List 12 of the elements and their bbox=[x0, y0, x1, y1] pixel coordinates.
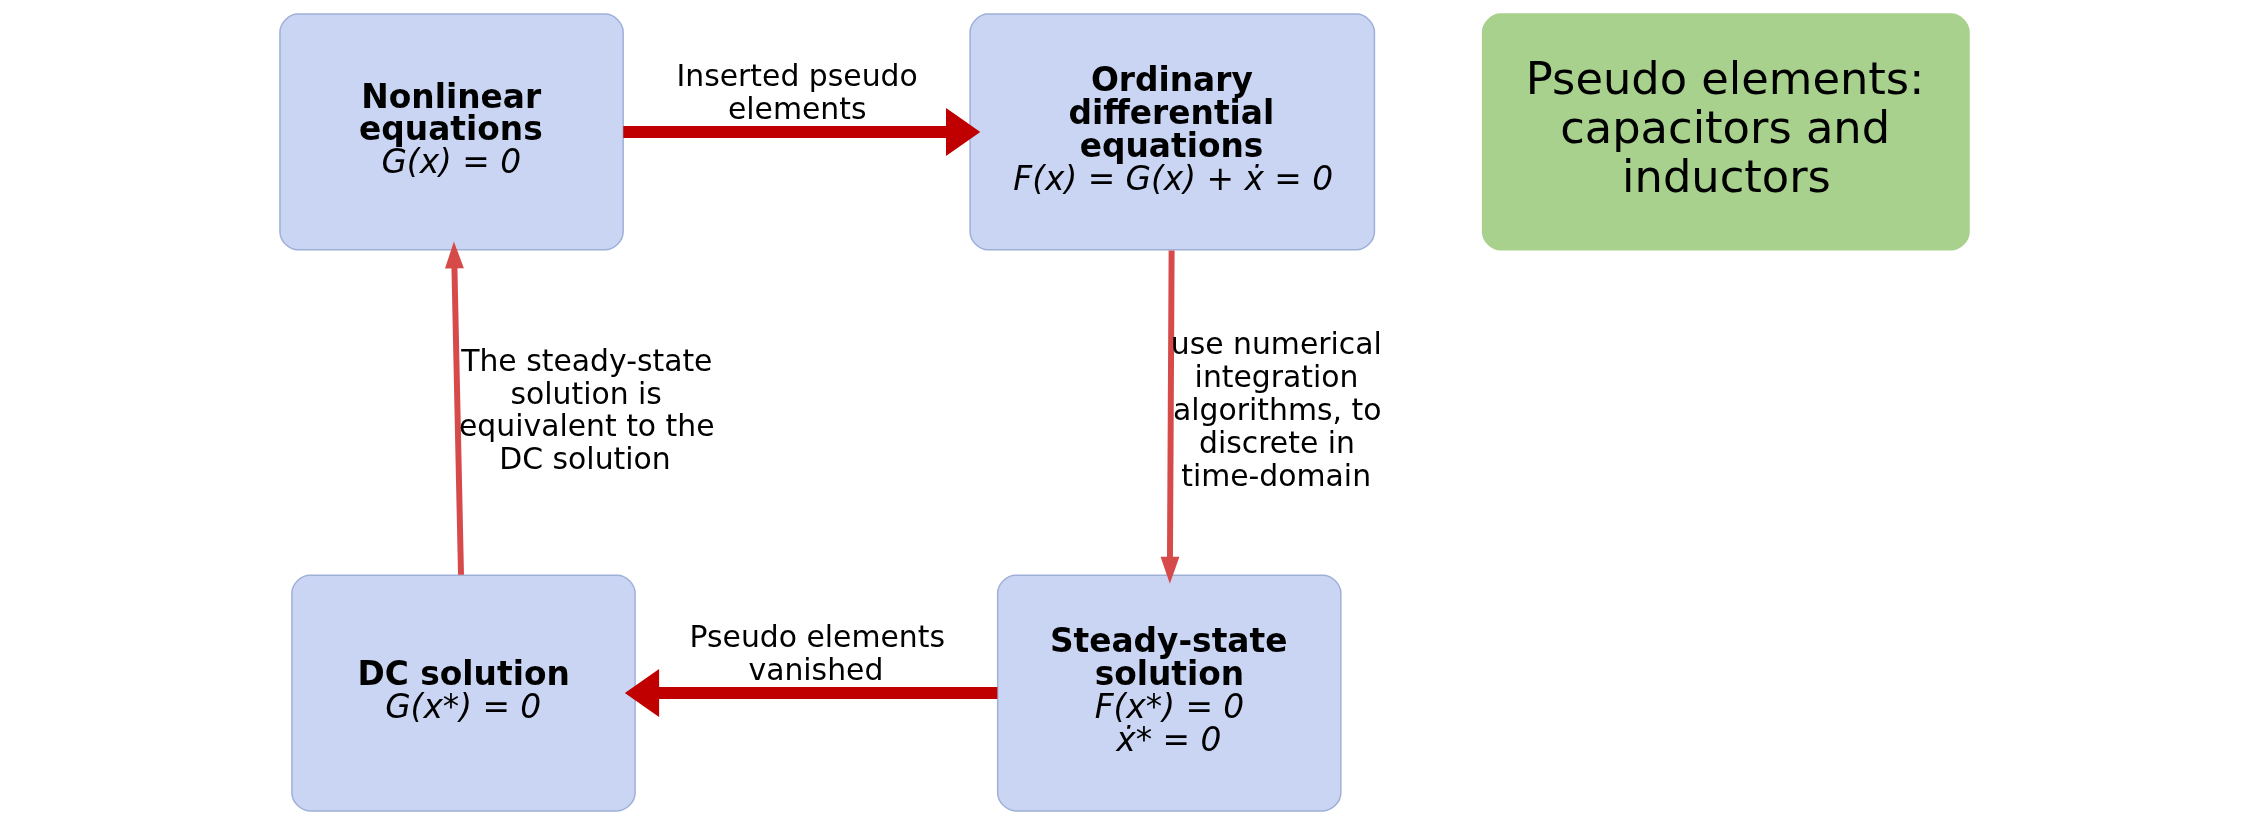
edge-label: Pseudo elements vanished bbox=[689, 618, 945, 687]
arrow bbox=[622, 108, 980, 156]
arrow bbox=[1160, 250, 1179, 584]
arrow bbox=[444, 241, 464, 575]
edge-label: Inserted pseudo elements bbox=[676, 57, 918, 126]
node-box: Nonlinear equations G(x) = 0 bbox=[278, 13, 624, 251]
edge-label: The steady-state solution is equivalent to the DC solution bbox=[458, 342, 715, 477]
node-box: DC solution G(x*) = 0 bbox=[290, 574, 636, 812]
node-box: Steady-state solution F(x*) = 0 ẋ* = 0 bbox=[996, 574, 1342, 812]
arrow bbox=[624, 669, 997, 717]
node-box: Ordinary differential equations F(x) = G(x) + ẋ = 0 bbox=[968, 13, 1375, 251]
node-box: Pseudo elements: capacitors and inductors bbox=[1481, 13, 1970, 251]
